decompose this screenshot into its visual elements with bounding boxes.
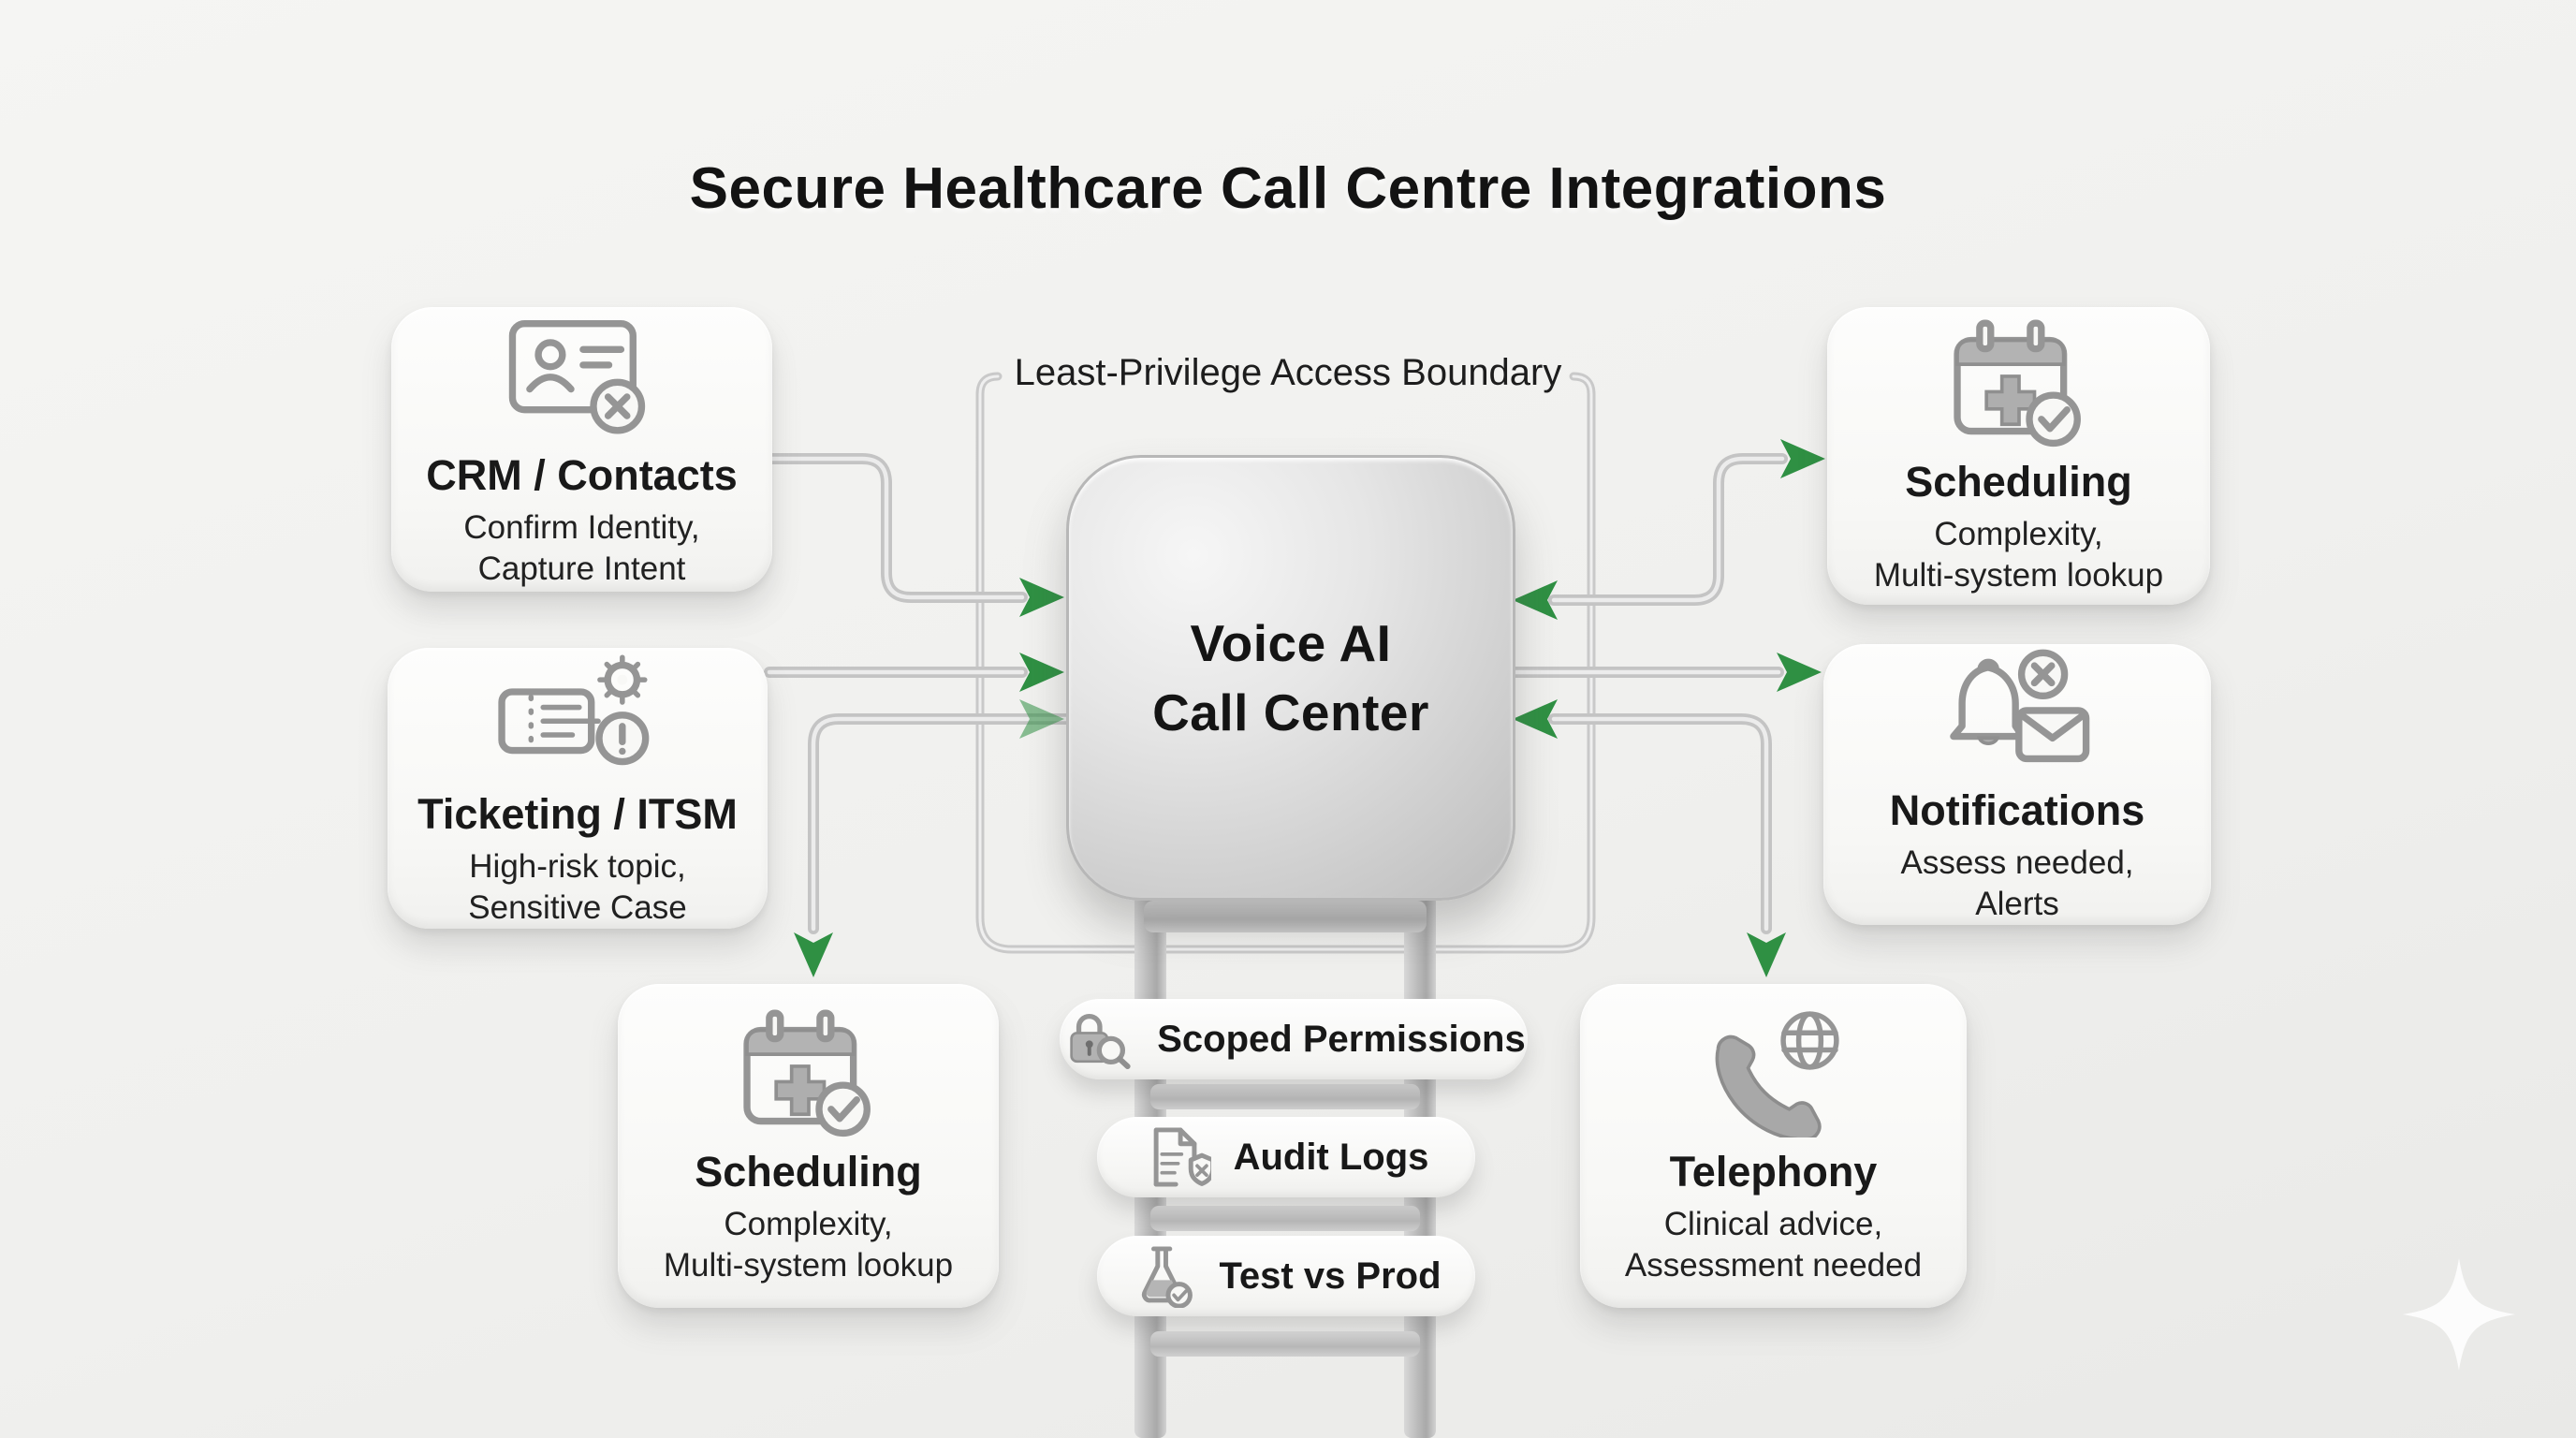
arrow-into-scheduling-top <box>1780 439 1825 478</box>
node-scheduling-top: Scheduling Complexity, Multi-system look… <box>1827 307 2210 605</box>
node-title: CRM / Contacts <box>426 450 738 499</box>
node-title: Notifications <box>1889 785 2145 834</box>
node-subtitle: Complexity, Multi-system lookup <box>663 1206 954 1284</box>
id-card-dismiss-icon <box>508 319 645 434</box>
phone-globe-icon <box>1715 1011 1839 1137</box>
node-title: Scheduling <box>1905 457 2132 506</box>
document-shield-x-icon <box>1153 1127 1211 1187</box>
calendar-plus-check-icon <box>1953 319 2081 447</box>
arrow-down-to-scheduling-bottom <box>794 932 833 977</box>
node-crm-contacts: CRM / Contacts Confirm Identity, Capture… <box>391 307 772 592</box>
arrow-into-center-low-left <box>1019 699 1064 739</box>
pill-audit-logs: Audit Logs <box>1097 1117 1475 1197</box>
ticket-gear-alert-icon <box>498 654 650 766</box>
pill-label: Test vs Prod <box>1219 1255 1442 1297</box>
arrow-into-center-low-right <box>1513 699 1558 739</box>
node-subtitle: Confirm Identity, Capture Intent <box>463 509 700 587</box>
pipe-center-to-scheduling-bottom <box>813 719 1066 929</box>
arrow-into-center-top-left <box>1019 578 1064 617</box>
node-title: Scheduling <box>695 1147 922 1196</box>
voice-ai-call-center-hub: Voice AI Call Center <box>1066 455 1515 901</box>
hub-title-line2: Call Center <box>1152 683 1429 741</box>
arrow-into-center-top-right <box>1513 580 1558 620</box>
pill-label: Audit Logs <box>1233 1136 1429 1178</box>
arrow-into-center-mid-left <box>1019 653 1064 692</box>
node-notifications: Notifications Assess needed, Alerts <box>1823 644 2211 925</box>
boundary-label: Least-Privilege Access Boundary <box>1014 352 1562 393</box>
lock-magnifier-icon <box>1070 1014 1131 1070</box>
sparkle-icon <box>2403 1258 2515 1371</box>
page-title: Secure Healthcare Call Centre Integratio… <box>689 156 1887 221</box>
bell-dismiss-mail-icon <box>1950 649 2090 762</box>
node-scheduling-bottom: Scheduling Complexity, Multi-system look… <box>618 984 999 1308</box>
node-subtitle: High-risk topic, Sensitive Case <box>468 848 687 926</box>
pipe-crm-to-center <box>772 459 1022 597</box>
arrow-down-to-telephony <box>1747 932 1786 977</box>
gear-icon <box>597 654 648 705</box>
node-subtitle: Complexity, Multi-system lookup <box>1873 516 2164 594</box>
pill-label: Scoped Permissions <box>1157 1018 1526 1060</box>
hub-title-line1: Voice AI <box>1190 613 1392 672</box>
calendar-plus-check-icon <box>742 1009 871 1137</box>
pipe-center-to-telephony <box>1554 719 1766 929</box>
node-title: Telephony <box>1669 1147 1878 1196</box>
node-telephony: Telephony Clinical advice, Assessment ne… <box>1580 984 1967 1308</box>
node-subtitle: Assess needed, Alerts <box>1900 844 2134 922</box>
pill-test-vs-prod: Test vs Prod <box>1097 1236 1475 1316</box>
node-ticketing-itsm: Ticketing / ITSM High-risk topic, Sensit… <box>388 648 768 929</box>
pill-scoped-permissions: Scoped Permissions <box>1060 999 1528 1079</box>
globe-icon <box>1779 1011 1839 1070</box>
arrow-into-notifications <box>1777 653 1822 692</box>
node-subtitle: Clinical advice, Assessment needed <box>1624 1206 1923 1284</box>
flask-check-icon <box>1142 1246 1193 1308</box>
node-title: Ticketing / ITSM <box>417 789 738 838</box>
